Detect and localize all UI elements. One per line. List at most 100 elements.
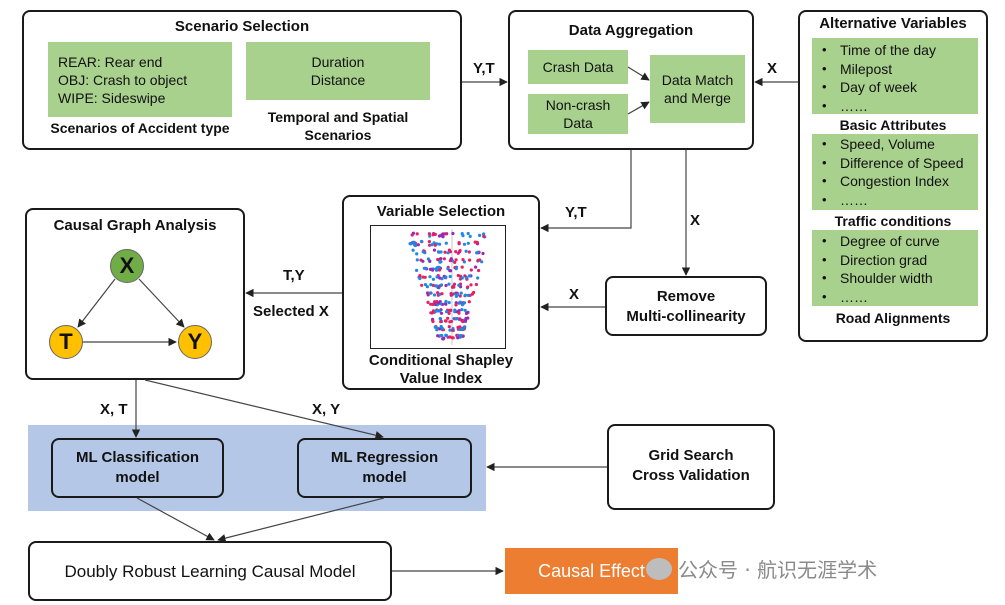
node-x: X [110,249,144,283]
road-alignments-panel: Degree of curve Direction grad Shoulder … [812,230,978,306]
shapley-dot [433,300,437,304]
shapley-dot [476,250,480,254]
remove-multicollinearity-box[interactable] [605,276,767,336]
shapley-dot [458,249,462,253]
edge-label-x-down: X [690,212,701,229]
shapley-dot [447,325,451,329]
shapley-dot [464,319,468,323]
ml-regression-box[interactable] [297,438,472,498]
shapley-dot [439,250,443,254]
shapley-dot [431,302,435,306]
shapley-dot [482,234,486,238]
var-day-of-week: Day of week [822,78,978,97]
traffic-conditions-panel: Speed, Volume Difference of Speed Conges… [812,134,978,210]
shapley-dot [450,285,455,289]
variable-selection-title: Variable Selection [376,203,506,220]
shapley-dot [453,260,457,264]
shapley-dot [443,319,447,323]
shapley-dot [415,252,419,256]
shapley-dot [434,309,438,313]
shapley-dot [421,259,425,263]
shapley-dot [430,311,434,315]
temporal-spatial-list: Duration Distance [246,53,430,89]
shapley-dot [436,257,440,262]
shapley-dot [444,302,448,306]
shapley-dot [460,276,464,280]
temporal-duration: Duration [311,54,365,70]
shapley-dot [447,301,451,305]
shapley-dot [464,311,469,315]
shapley-dot [474,282,478,287]
accident-type-caption: Scenarios of Accident type [50,120,230,136]
shapley-dot [448,328,452,332]
ml-classification-box[interactable] [51,438,224,498]
shapley-dot [443,250,447,254]
shapley-dot [474,265,478,269]
shapley-dot [458,294,462,298]
ml-classification-label: ML Classification model [75,449,200,486]
shapley-dot [460,327,464,331]
shapley-dot [416,243,420,247]
shapley-dot [480,260,484,264]
shapley-dot [432,248,437,252]
shapley-dot [433,302,437,306]
shapley-dot [428,234,432,238]
shapley-dot [453,308,457,312]
road-alignments-caption: Road Alignments [835,310,951,326]
var-direction-grad: Direction grad [822,251,978,270]
shapley-dot [481,251,485,256]
grid-search-box[interactable] [607,424,775,510]
shapley-dot [426,300,430,304]
shapley-dot [454,294,458,298]
edge-label-x-remove: X [569,286,580,303]
shapley-dot [436,250,441,254]
shapley-dot [457,309,461,313]
shapley-dot [462,301,467,305]
shapley-dot [467,300,471,304]
shapley-dot [439,320,443,324]
shapley-dot [444,241,448,245]
shapley-dot [468,234,472,238]
basic-attributes-panel: Time of the day Milepost Day of week …… [812,38,978,115]
shapley-dot [435,268,439,272]
doubly-robust-box[interactable] [28,541,392,601]
accident-type-list: REAR: Rear end OBJ: Crash to object WIPE… [58,53,187,107]
shapley-dot [438,260,442,264]
shapley-dot [446,316,450,320]
data-match-box: Data Match and Merge [650,55,745,123]
shapley-dot [476,258,480,262]
shapley-dot [456,336,460,340]
shapley-dot [441,234,445,238]
shapley-dot [444,333,448,337]
shapley-dot [437,234,442,238]
var-shoulder-width: Shoulder width [822,269,978,288]
shapley-dot [472,290,476,295]
shapley-dot [415,258,419,262]
shapley-dot [428,291,432,295]
shapley-dot [466,316,470,320]
shapley-dot [459,333,463,338]
shapley-dot [457,301,461,305]
shapley-dot [458,325,462,329]
shapley-summary-plot [370,225,506,349]
shapley-dot [447,311,451,315]
shapley-dot [435,284,439,288]
shapley-dot [435,328,439,332]
shapley-dot [449,257,453,261]
shapley-dot [425,285,429,289]
shapley-dot [462,242,466,246]
shapley-dot [449,319,454,323]
shapley-dot [482,232,486,236]
edge-label-x-y: X, Y [312,401,341,418]
doubly-robust-label: Doubly Robust Learning Causal Model [64,562,356,581]
shapley-dot [431,277,435,281]
temporal-spatial-caption: Temporal and Spatial Scenarios [267,109,409,143]
shapley-dot [473,240,477,244]
edge-label-x-t: X, T [100,401,128,418]
shapley-dot [457,283,461,287]
var-congestion-index: Congestion Index [822,172,978,191]
wechat-icon [646,557,672,580]
shapley-dot [448,274,452,279]
shapley-dot [447,248,451,252]
accident-wipe: WIPE: Sideswipe [58,90,166,106]
